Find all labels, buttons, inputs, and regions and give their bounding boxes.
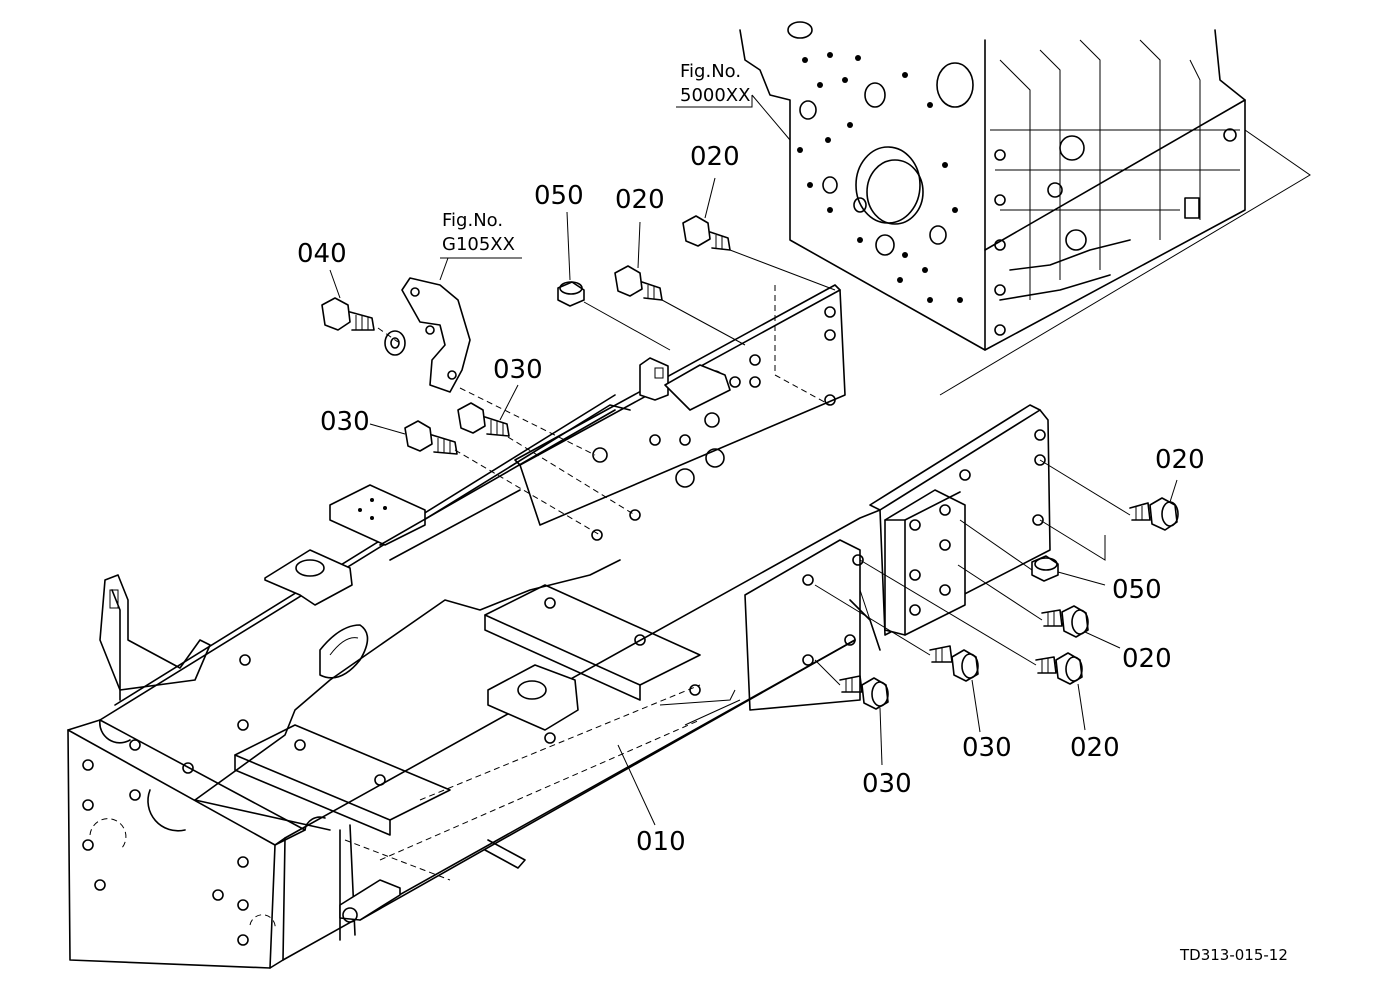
mounting-plate-rear <box>869 404 1051 636</box>
figure-code: TD313-015-12 <box>1179 946 1288 964</box>
part-label-030-upper: 030 <box>493 355 543 385</box>
part-label-020-rear-mid: 020 <box>1122 644 1172 674</box>
bolt-020-rear-low <box>1035 652 1083 685</box>
part-label-030-rear-low: 030 <box>862 769 912 799</box>
bolt-030-left <box>404 420 458 455</box>
fig-ref-bracket-line2: G105XX <box>442 234 515 255</box>
bracket-g105xx <box>401 277 471 393</box>
washer-050-rear <box>1031 555 1059 582</box>
part-label-030-rear-mid: 030 <box>962 733 1012 763</box>
bolt-030-rear-low <box>839 675 889 710</box>
figure-reference-bracket: Fig.No. G105XX <box>440 210 522 259</box>
fig-ref-engine-line2: 5000XX <box>680 85 750 106</box>
mounting-plate-upper <box>379 284 846 561</box>
part-label-030-left: 030 <box>320 407 370 437</box>
engine-block <box>739 21 1311 396</box>
bolt-020-upper-left <box>614 265 663 301</box>
part-label-020-rear-low: 020 <box>1070 733 1120 763</box>
part-label-050-rear: 050 <box>1112 575 1162 605</box>
figure-reference-engine: Fig.No. 5000XX <box>676 61 753 108</box>
bolt-030-rear-mid <box>929 645 979 682</box>
bolt-020-upper-right <box>682 215 731 251</box>
part-label-020-upper-right: 020 <box>690 142 740 172</box>
leader-lines <box>329 94 1178 826</box>
part-label-040: 040 <box>297 239 347 269</box>
bolt-030-upper <box>457 402 510 437</box>
bolt-020-rear-mid <box>1041 605 1089 638</box>
part-label-050-upper: 050 <box>534 181 584 211</box>
part-label-020-rear-top: 020 <box>1155 445 1205 475</box>
part-label-020-upper-left: 020 <box>615 185 665 215</box>
fig-ref-bracket-line1: Fig.No. <box>442 210 503 231</box>
part-label-010: 010 <box>636 827 686 857</box>
part-labels: 040 050 020 020 030 030 020 050 020 020 … <box>297 142 1205 857</box>
bolt-020-rear-top <box>1129 497 1179 531</box>
washer-050-upper <box>557 281 585 307</box>
fig-ref-engine-line1: Fig.No. <box>680 61 741 82</box>
